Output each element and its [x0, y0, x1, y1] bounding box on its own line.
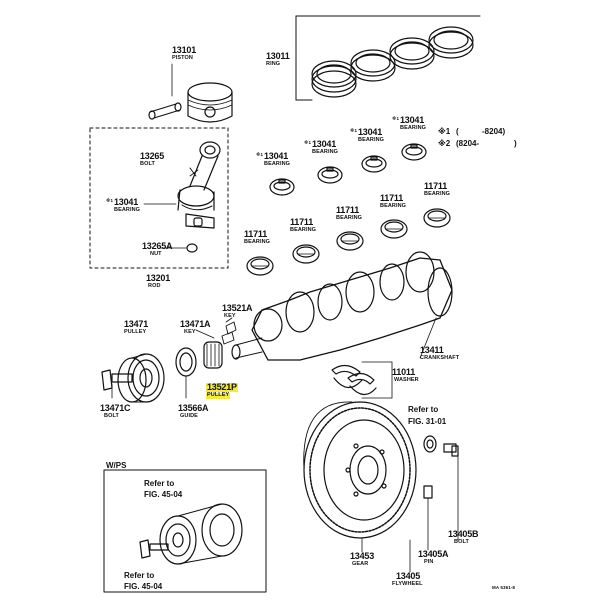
flywheel-drawing	[303, 401, 417, 539]
label-b5-11711-name: BEARING	[424, 191, 451, 197]
label-13201-name: ROD	[148, 283, 161, 289]
label-13566a-name: GUIDE	[180, 413, 198, 419]
label-13405b-name: BOLT	[454, 539, 469, 545]
label-13265a-name: NUT	[150, 251, 162, 257]
label-13471-num: 13471	[124, 319, 149, 329]
crankshaft-drawing	[231, 251, 453, 361]
wps-pulley-drawing	[139, 503, 243, 565]
label-13471a-num: 13471A	[180, 319, 211, 329]
legend-line1-mark: ※1	[438, 127, 451, 136]
label-b1-11711-num: 11711	[244, 229, 268, 239]
label-13521a-name: KEY	[224, 313, 236, 319]
label-13453-name: GEAR	[352, 561, 369, 567]
label-b4-13041-name: BEARING	[400, 125, 427, 131]
piston-drawing	[148, 63, 233, 123]
label-13011-name: RING	[266, 61, 281, 67]
label-13101-num: 13101	[172, 45, 197, 55]
label-13405-name: FLYWHEEL	[392, 581, 423, 587]
lower-bearings-drawing	[246, 208, 451, 276]
label-13041-rod-mark: ※1	[106, 198, 114, 203]
label-13521a-num: 13521A	[222, 303, 253, 313]
label-13101-name: PISTON	[172, 55, 193, 61]
label-13471c-num: 13471C	[100, 403, 131, 413]
label-b1-13041-mark: ※1	[256, 152, 264, 157]
wps-title: W/PS	[106, 461, 127, 470]
label-b4-13041-num: 13041	[400, 115, 425, 125]
legend-line2-paren: )	[514, 139, 517, 148]
label-b3-13041-name: BEARING	[358, 137, 385, 143]
legend-line1-val: -8204)	[482, 127, 506, 136]
upper-bearings-drawing	[269, 143, 427, 196]
label-b2-13041-name: BEARING	[312, 149, 339, 155]
label-13265-name: BOLT	[140, 161, 155, 167]
label-b1-11711-name: BEARING	[244, 239, 271, 245]
label-b3-11711-name: BEARING	[336, 215, 363, 221]
ref1-line1[interactable]: Refer to	[408, 405, 439, 414]
label-13405b-num: 13405B	[448, 529, 479, 539]
ref2-line2[interactable]: FIG. 45-04	[144, 490, 183, 499]
crank-pulley-drawing	[101, 321, 237, 403]
label-13566a-num: 13566A	[178, 403, 209, 413]
ref3-line2[interactable]: FIG. 45-04	[124, 582, 163, 591]
wps-box	[103, 469, 267, 593]
label-b4-11711-name: BEARING	[380, 203, 407, 209]
thrust-washers-drawing	[331, 361, 393, 399]
label-b2-13041-num: 13041	[312, 139, 337, 149]
label-b2-11711-num: 11711	[290, 217, 314, 227]
label-11011-num: 11011	[392, 367, 416, 377]
label-b5-11711-num: 11711	[424, 181, 448, 191]
label-b1-13041-num: 13041	[264, 151, 289, 161]
label-13521p-num: 13521P	[206, 382, 238, 392]
legend-line1-paren: (	[456, 127, 459, 136]
label-13405a-name: PIN	[424, 559, 434, 565]
connecting-rod-drawing	[177, 141, 221, 253]
label-b4-13041-mark: ※1	[392, 116, 400, 121]
ref1-line2[interactable]: FIG. 31-01	[408, 417, 447, 426]
leader-lines	[111, 169, 437, 399]
label-13405-num: 13405	[396, 571, 421, 581]
label-13201-num: 13201	[146, 273, 171, 283]
label-13411-name: CRANKSHAFT	[420, 355, 460, 361]
label-b3-11711-num: 11711	[336, 205, 360, 215]
rod-assembly-box	[89, 127, 229, 269]
label-13265-num: 13265	[140, 151, 165, 161]
ref2-line1[interactable]: Refer to	[144, 479, 175, 488]
label-13041-rod-num: 13041	[114, 197, 139, 207]
ref3-line1[interactable]: Refer to	[124, 571, 155, 580]
label-13453-num: 13453	[350, 551, 375, 561]
label-13011-num: 13011	[266, 51, 290, 61]
label-13471c-name: BOLT	[104, 413, 119, 419]
label-13521p-name: PULLEY	[206, 392, 231, 399]
label-b3-13041-num: 13041	[358, 127, 383, 137]
label-b2-13041-mark: ※1	[304, 140, 312, 145]
flywheel-hardware-drawing	[361, 435, 459, 573]
label-11011-name: WASHER	[394, 377, 419, 383]
label-b1-13041-name: BEARING	[264, 161, 291, 167]
label-13041-rod-name: BEARING	[114, 207, 141, 213]
label-b3-13041-mark: ※1	[350, 128, 358, 133]
legend-line2-val: (8204-	[456, 139, 480, 148]
label-13471a-name: KEY	[184, 329, 196, 335]
piston-rings-drawing	[295, 15, 481, 101]
label-b4-11711-num: 11711	[380, 193, 404, 203]
label-13471-name: PULLEY	[124, 329, 147, 335]
legend-line2-mark: ※2	[438, 139, 451, 148]
label-13265a-num: 13265A	[142, 241, 173, 251]
corner-code: MA 5361-8	[492, 585, 515, 590]
label-13411-num: 13411	[420, 345, 444, 355]
label-b2-11711-name: BEARING	[290, 227, 317, 233]
label-13405a-num: 13405A	[418, 549, 449, 559]
